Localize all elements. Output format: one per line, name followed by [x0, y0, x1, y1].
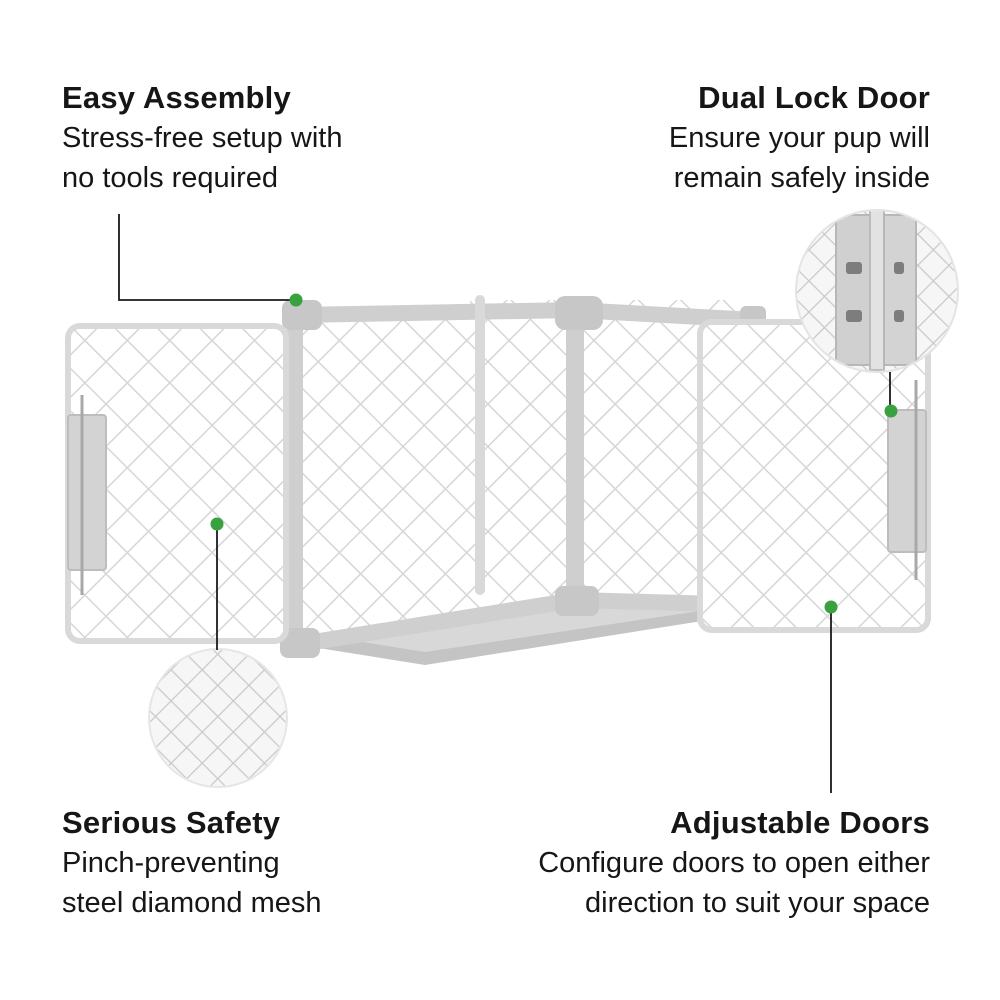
- callout-description: Pinch-preventing steel diamond mesh: [62, 843, 322, 923]
- lock-zoom-icon: [795, 209, 959, 373]
- callout-line: direction to suit your space: [585, 887, 930, 919]
- callout-title: Dual Lock Door: [698, 80, 930, 115]
- callout-title: Serious Safety: [62, 805, 281, 840]
- callout-serious-safety: Serious Safety Pinch-preventing steel di…: [62, 803, 322, 923]
- left-door: [65, 323, 289, 644]
- callout-line: remain safely inside: [673, 162, 930, 194]
- callout-description: Stress-free setup with no tools required: [62, 118, 342, 198]
- callout-line: Stress-free setup with: [62, 122, 343, 154]
- leader-lines: [118, 214, 891, 793]
- callout-line: Ensure your pup will: [668, 122, 930, 154]
- callout-line: no tools required: [62, 162, 279, 194]
- front-panel: [295, 310, 575, 645]
- mesh-zoom-icon: [148, 648, 288, 788]
- callout-title: Adjustable Doors: [670, 805, 930, 840]
- callout-line: Configure doors to open either: [538, 847, 930, 879]
- callout-easy-assembly: Easy Assembly Stress-free setup with no …: [62, 78, 342, 198]
- callout-line: steel diamond mesh: [62, 887, 322, 919]
- callout-description: Ensure your pup will remain safely insid…: [669, 118, 930, 198]
- callout-line: Pinch-preventing: [62, 847, 280, 879]
- callout-dual-lock-door: Dual Lock Door Ensure your pup will rema…: [669, 78, 930, 198]
- green-dot-icon: [210, 293, 898, 614]
- right-door: [697, 319, 931, 633]
- callout-adjustable-doors: Adjustable Doors Configure doors to open…: [538, 803, 930, 923]
- callout-description: Configure doors to open either direction…: [538, 843, 930, 923]
- callout-title: Easy Assembly: [62, 80, 291, 115]
